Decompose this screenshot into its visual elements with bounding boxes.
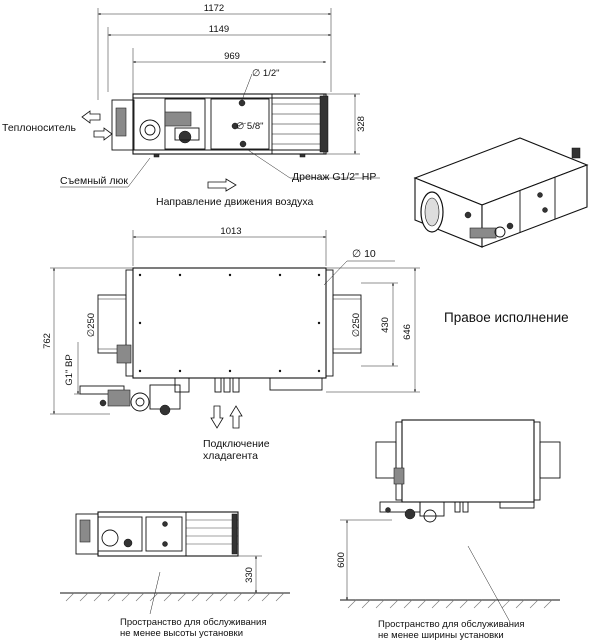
pipe-5-8-label: ∅ 5/8": [236, 121, 264, 132]
dim-330: 330: [244, 567, 255, 583]
pipe-1-2-label: ∅ 1/2": [252, 68, 280, 79]
front-clearance-view: 330 Пространство для обслуживания не мен…: [60, 511, 290, 639]
rv-duct-left: [375, 441, 397, 479]
hole-d10-label: ∅ 10: [352, 248, 376, 260]
service-height-label-2: не менее высоты установки: [120, 628, 243, 639]
dim-328: 328: [356, 116, 367, 132]
removable-hatch-label: Съемный люк: [60, 175, 128, 187]
refrigerant-up-arrow: [229, 405, 243, 429]
dim-1013: 1013: [220, 226, 241, 237]
heat-carrier-in-arrow: [93, 127, 113, 141]
dim-1172: 1172: [204, 3, 224, 14]
dim-1149: 1149: [209, 24, 229, 35]
dim-d250-left: ∅250: [86, 313, 97, 337]
heat-carrier-label: Теплоноситель: [2, 122, 76, 134]
dim-646: 646: [402, 324, 413, 340]
dim-430: 430: [380, 317, 391, 333]
refrigerant-down-arrow: [210, 405, 224, 429]
plan-duct-right: [332, 294, 362, 354]
service-height-label-1: Пространство для обслуживания: [120, 617, 267, 628]
plan-duct-left: [97, 294, 127, 354]
dim-762: 762: [42, 333, 53, 349]
unit-body-plan: [132, 267, 327, 379]
heat-carrier-out-arrow: [81, 110, 101, 124]
service-width-label-2: не менее ширины установки: [378, 630, 504, 641]
service-width-label-1: Пространство для обслуживания: [378, 619, 525, 630]
dim-d250-right: ∅250: [351, 313, 362, 337]
drain-label: Дренаж G1/2" НР: [292, 171, 376, 183]
right-version-view: 600 Пространство для обслуживания не мен…: [336, 419, 561, 641]
plan-view: 1013 ∅250 ∅250: [42, 226, 420, 462]
rv-duct-right: [539, 441, 561, 479]
refrigerant-label-2: хладагента: [203, 450, 258, 462]
isometric-view: [413, 137, 589, 248]
drain-g1-label: G1" BP: [64, 354, 75, 385]
right-version-title: Правое исполнение: [444, 310, 569, 325]
removable-hatch-panel: [210, 98, 270, 150]
dim-969: 969: [224, 51, 240, 62]
refrigerant-label-1: Подключение: [203, 438, 270, 450]
front-view: 1172 1149 969 ∅ 1/2": [2, 3, 380, 208]
dim-600: 600: [336, 552, 347, 568]
airflow-arrow: [207, 178, 237, 192]
airflow-direction-label: Направление движения воздуха: [156, 196, 313, 208]
